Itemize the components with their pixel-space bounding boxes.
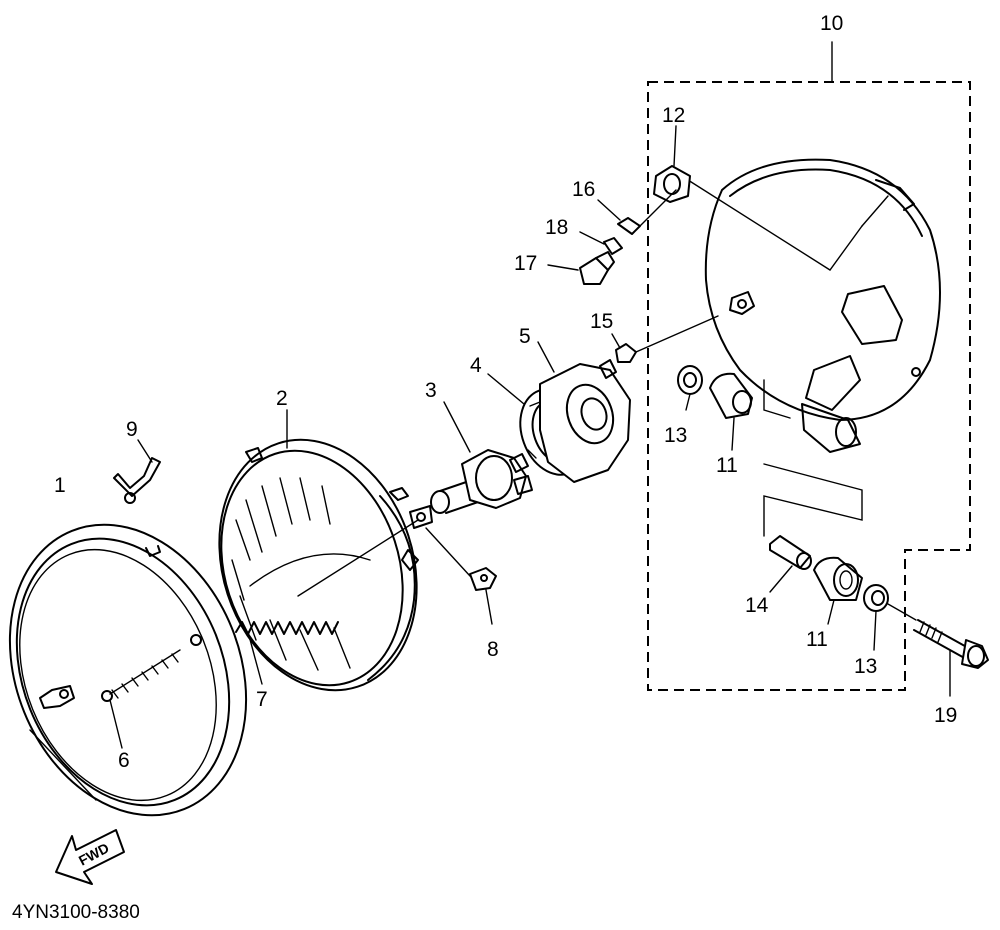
part-11-bushing-lower [813, 556, 863, 625]
callout-5: 5 [519, 325, 531, 348]
part-8-clamp [409, 505, 497, 625]
part-15-nut [611, 315, 719, 363]
part-5-socket-cover [537, 341, 631, 483]
part-code: 4YN3100-8380 [12, 902, 140, 923]
callout-15: 15 [590, 310, 613, 333]
callout-18: 18 [545, 216, 568, 239]
part-11-bushing-upper [709, 372, 753, 451]
callout-2: 2 [276, 387, 288, 410]
assembly-10-boundary [647, 81, 971, 691]
callout-16: 16 [572, 178, 595, 201]
callout-11a: 11 [716, 454, 738, 477]
callout-9: 9 [126, 418, 138, 441]
part-19-bolt [913, 619, 989, 697]
callout-3: 3 [425, 379, 437, 402]
part-6-screw [101, 649, 181, 749]
part-1-headlight-rim [8, 523, 248, 817]
part-14-collar [769, 535, 812, 593]
callout-17: 17 [514, 252, 537, 275]
callout-12: 12 [662, 104, 685, 127]
part-3-bulb [430, 401, 533, 514]
part-13-collar-upper [677, 365, 703, 411]
callout-6: 6 [118, 749, 130, 772]
callout-8: 8 [487, 638, 499, 661]
callout-11b: 11 [806, 628, 828, 651]
part-10-housing [687, 158, 941, 537]
part-12-grommet [653, 125, 691, 203]
part-9-clip [113, 439, 161, 504]
part-18-spring-washer [579, 231, 623, 255]
callout-4: 4 [470, 354, 482, 377]
part-13-collar-lower [863, 584, 917, 651]
callout-10: 10 [820, 12, 843, 35]
forward-direction-arrow: FWD [55, 829, 125, 885]
callout-13b: 13 [854, 655, 877, 678]
part-17-bolt [547, 251, 615, 285]
callout-7: 7 [256, 688, 268, 711]
part-7-spring [235, 519, 419, 685]
callout-19: 19 [934, 704, 957, 727]
part-16-washer [597, 189, 677, 235]
part-2-lens-unit [218, 409, 419, 692]
callout-1: 1 [54, 474, 66, 497]
callout-14: 14 [745, 594, 769, 617]
callout-13a: 13 [664, 424, 687, 447]
